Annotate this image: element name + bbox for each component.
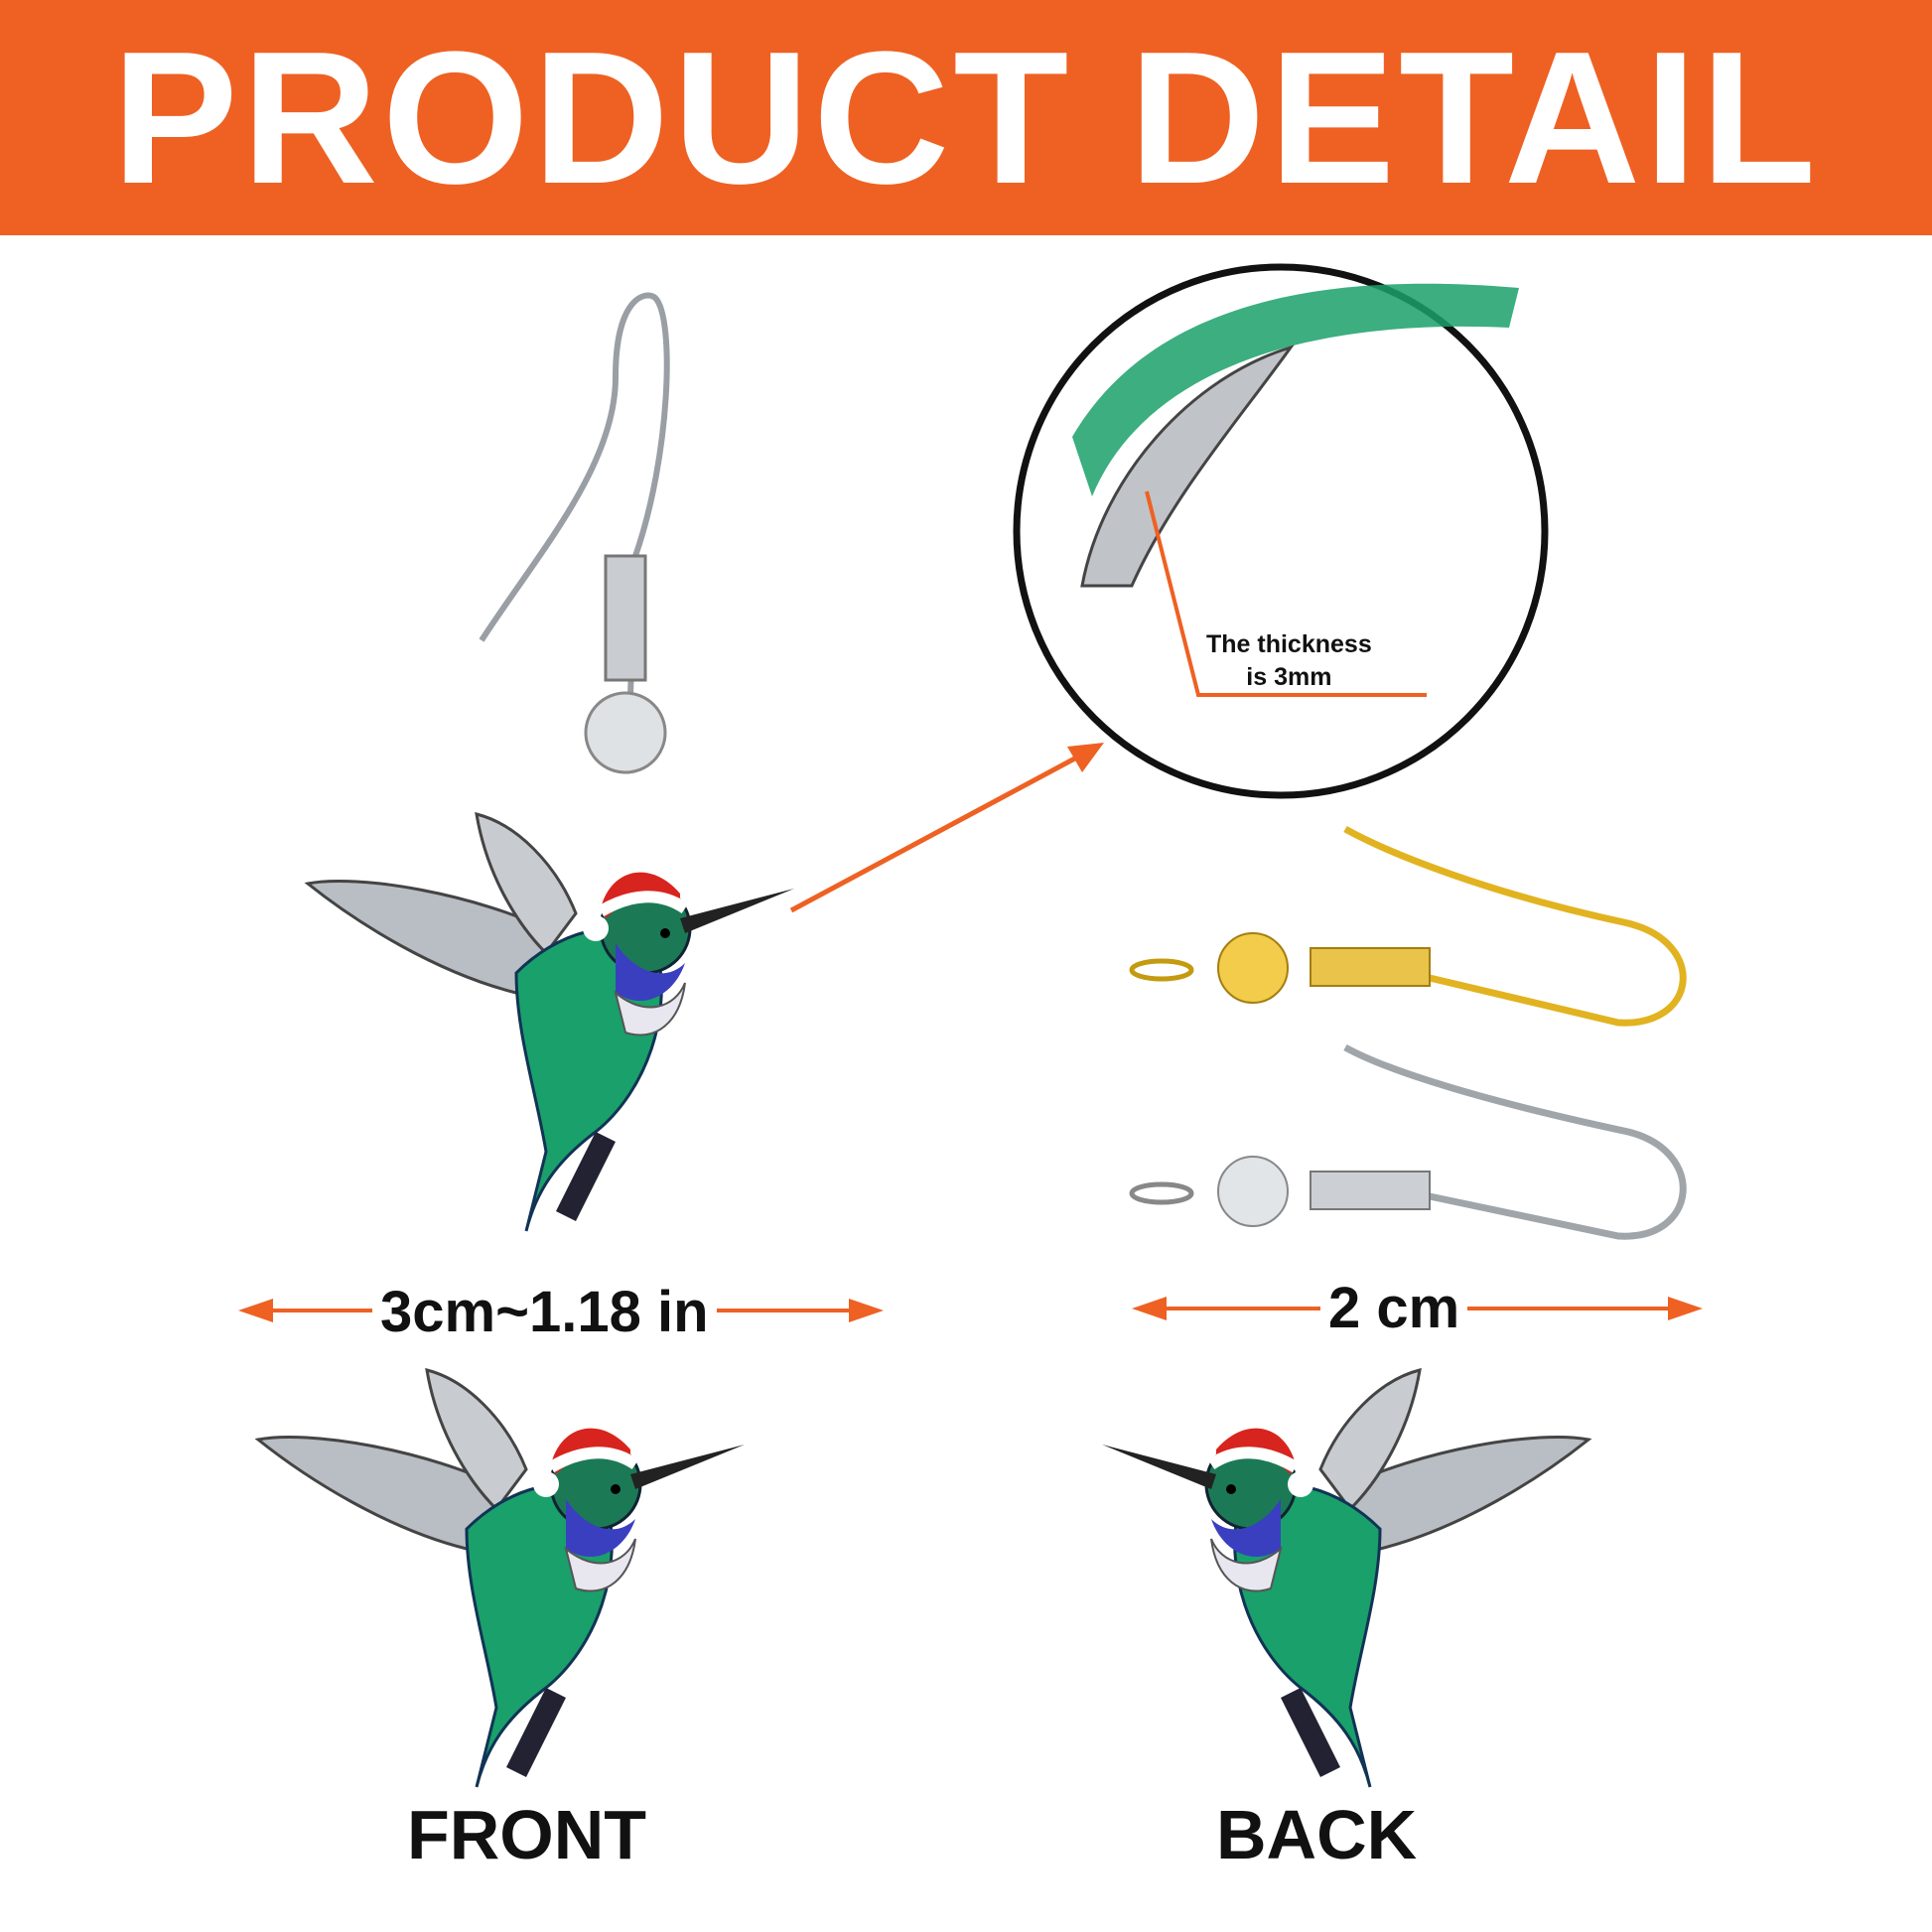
silver-hook [479,292,670,696]
front-label: FRONT [407,1796,647,1873]
hummingbird-front-icon [258,1370,745,1787]
hook-width-label: 2 cm [1320,1275,1468,1341]
thickness-line2: is 3mm [1246,663,1332,691]
thickness-line1: The thickness [1206,630,1372,658]
hummingbird-back-icon [1102,1370,1588,1787]
back-label: BACK [1216,1796,1418,1873]
thickness-callout: The thickness is 3mm [1206,628,1372,694]
header-banner: PRODUCT DETAIL [0,0,1932,235]
earring-width-label: 3cm~1.18 in [372,1279,717,1345]
page-title: PRODUCT DETAIL [111,12,1821,223]
hummingbird-earring-icon [308,814,794,1231]
